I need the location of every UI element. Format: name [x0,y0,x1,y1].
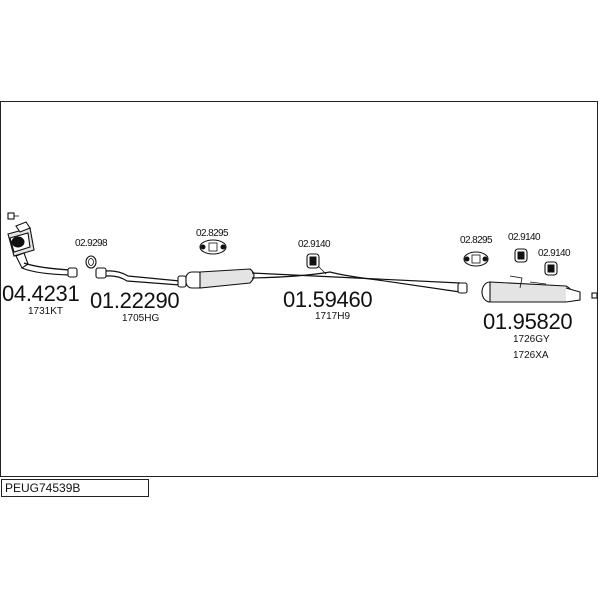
intermediate-silencer-part [185,265,468,294]
part-number-label: 01.95820 [483,309,573,334]
part-number-label: 01.22290 [90,288,180,313]
diagram-frame [0,101,598,477]
catalytic-converter-part [7,221,78,278]
clamp-part [199,239,227,255]
fitting-label: 02.8295 [196,228,229,239]
oe-code-label: 1731KT [28,306,64,317]
rubber-hanger-part [514,248,528,263]
part-number-label: 04.4231 [2,281,80,306]
fitting-label: 02.9140 [508,232,541,243]
front-pipe-part [95,267,187,288]
oe-code-label: 1705HG [122,313,160,324]
clamp-part [463,251,489,267]
oe-code-label: 1717H9 [315,311,351,322]
rear-silencer-part [481,275,598,303]
fitting-label: 02.9140 [298,239,331,250]
fitting-label: 02.9298 [75,238,108,249]
oe-code-label: 1726XA [513,350,549,361]
reference-code-box: PEUG74539B [1,479,149,497]
sensor-bracket-icon [7,212,19,220]
rubber-hanger-part [306,253,320,269]
oe-code-label: 1726GY [513,334,550,345]
fitting-label: 02.8295 [460,235,493,246]
part-number-label: 01.59460 [283,287,373,312]
fitting-label: 02.9140 [538,248,571,259]
gasket-part [85,255,97,269]
rubber-hanger-part [544,261,558,276]
